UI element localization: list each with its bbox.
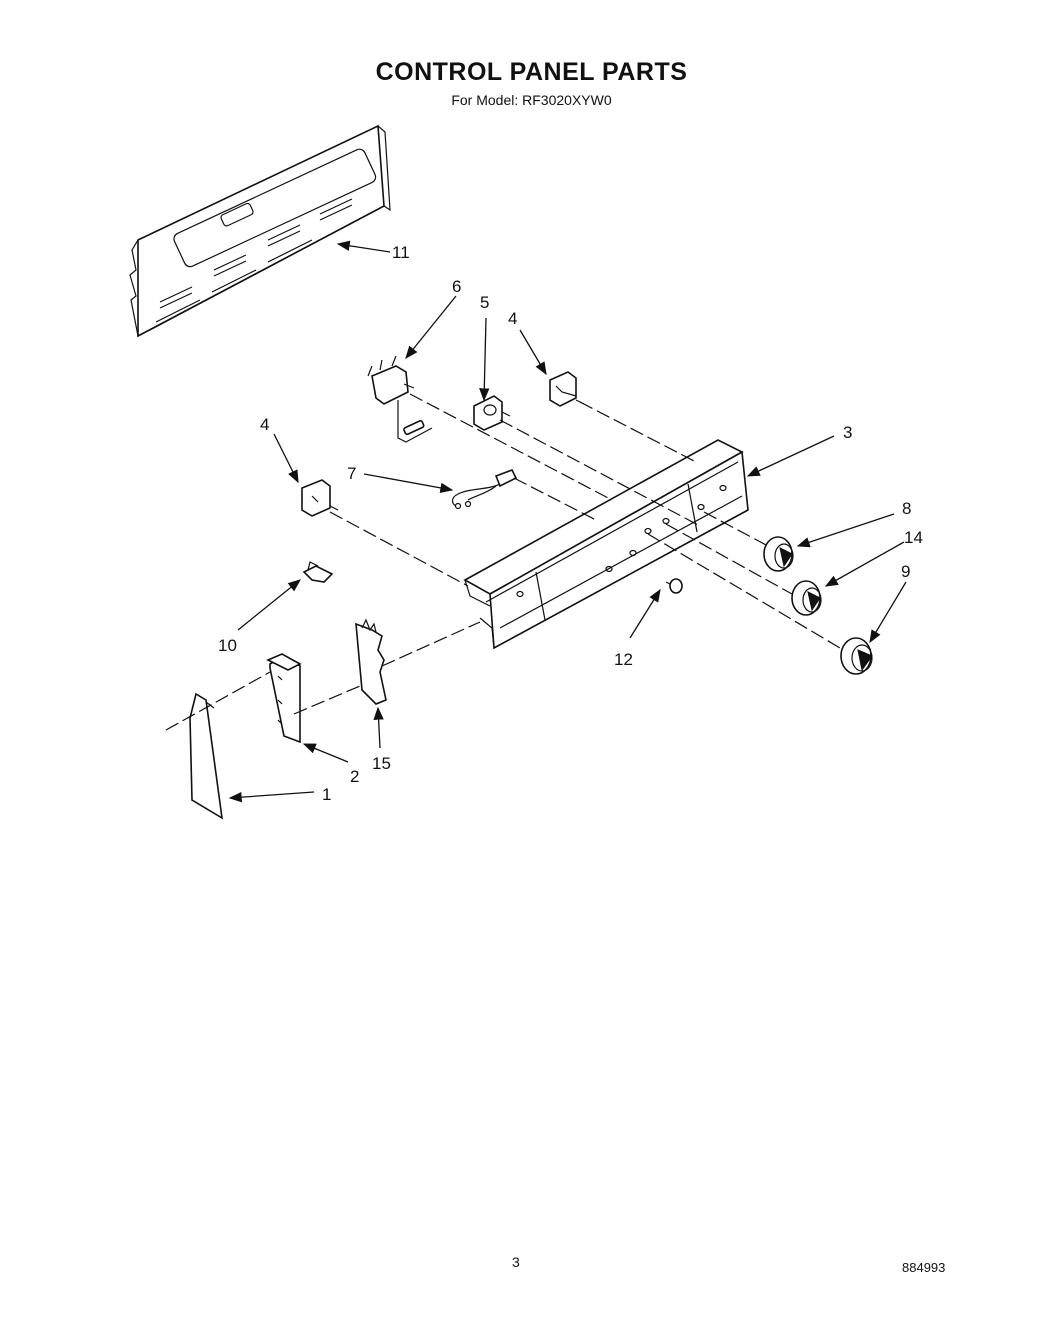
- rear-panel-part: [129, 124, 391, 338]
- callout-4-top: 4: [508, 309, 517, 328]
- callout-9: 9: [901, 562, 910, 581]
- callout-1: 1: [322, 785, 331, 804]
- wire-harness-part: [451, 468, 518, 510]
- callout-4-left: 4: [260, 415, 269, 434]
- callout-15: 15: [372, 754, 391, 773]
- page-number: 3: [512, 1254, 520, 1270]
- callout-11: 11: [392, 243, 410, 262]
- callout-6: 6: [452, 277, 461, 296]
- knob-14-part: [791, 580, 822, 616]
- bracket-15-part: [355, 618, 387, 705]
- model-subtitle: For Model: RF3020XYW0: [451, 92, 612, 108]
- callout-8: 8: [902, 499, 911, 518]
- end-cap-2-part: [266, 653, 302, 744]
- callout-5: 5: [480, 293, 489, 312]
- callout-10: 10: [218, 636, 237, 655]
- switch-4-top-part: [549, 371, 585, 407]
- knob-9-part: [840, 637, 873, 675]
- callout-14: 14: [904, 528, 923, 547]
- document-number: 884993: [902, 1260, 946, 1275]
- thermostat-part: [367, 355, 433, 443]
- control-console-part: [463, 439, 749, 650]
- callout-3: 3: [843, 423, 852, 442]
- assembly-lines: [165, 393, 841, 731]
- side-trim-1-part: [189, 692, 224, 820]
- callout-7: 7: [347, 464, 356, 483]
- screw-part: [665, 578, 683, 594]
- clip-part: [302, 561, 334, 583]
- leader-lines: [228, 240, 907, 803]
- knob-8-part: [763, 536, 794, 572]
- callout-12: 12: [614, 650, 633, 669]
- callout-2: 2: [350, 767, 359, 786]
- switch-5-part: [473, 395, 511, 431]
- switch-4-left-part: [301, 479, 339, 517]
- page-title: CONTROL PANEL PARTS: [375, 58, 688, 86]
